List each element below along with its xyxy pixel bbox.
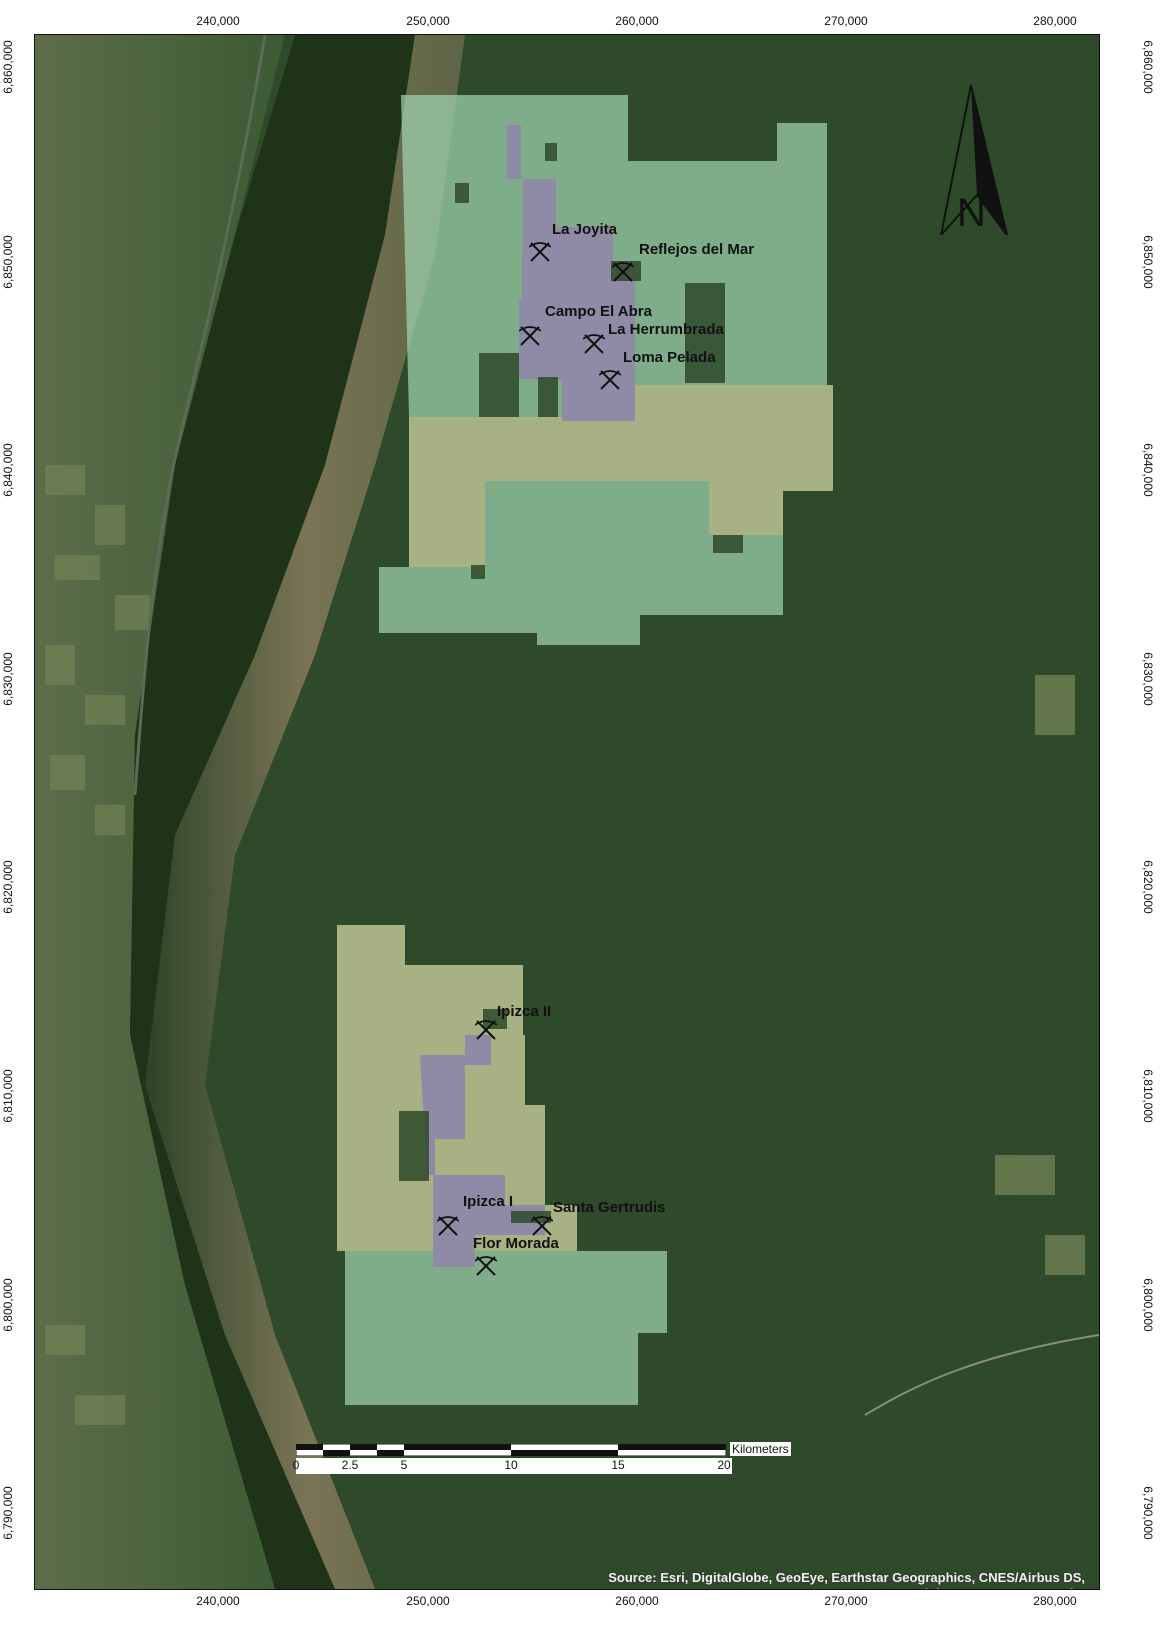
mine-icon-la-herrumbrada[interactable]	[583, 333, 605, 355]
exclusion-patches	[399, 143, 743, 1223]
eastern-road	[864, 1334, 1099, 1416]
site-label-flor-morada: Flor Morada	[473, 1235, 559, 1252]
attribution-text: Source: Esri, DigitalGlobe, GeoEye, Eart…	[608, 1570, 1085, 1589]
mine-icon-flor-morada[interactable]	[475, 1255, 497, 1277]
river	[133, 35, 267, 796]
y-tick-right-6790000: 6,790,000	[1141, 1486, 1155, 1540]
concession-purple-core	[507, 125, 635, 421]
y-tick-left-6790000: 6,790,000	[1, 1486, 15, 1540]
scale-label-20: 20	[717, 1458, 731, 1472]
mine-icon-ipizca-ii[interactable]	[475, 1019, 497, 1041]
western-valley	[35, 35, 285, 1589]
scale-label-2-5: 2.5	[341, 1458, 359, 1472]
site-label-ipizca-i: Ipizca I	[463, 1193, 514, 1210]
site-label-santa-gertrudis: Santa Gertrudis	[553, 1199, 666, 1216]
mine-icon-santa-gertrudis[interactable]	[531, 1215, 553, 1237]
x-tick-bottom-240000: 240,000	[196, 1594, 240, 1608]
site-label-la-joyita: La Joyita	[552, 221, 618, 238]
y-tick-left-6860000: 6,860,000	[1, 40, 15, 94]
mine-icon-ipizca-i[interactable]	[437, 1215, 459, 1237]
y-tick-right-6810000: 6,810,000	[1141, 1069, 1155, 1123]
x-tick-bottom-270000: 270,000	[824, 1594, 868, 1608]
y-tick-left-6800000: 6,800,000	[1, 1278, 15, 1332]
y-tick-left-6830000: 6,830,000	[1, 652, 15, 706]
north-arrow-icon	[939, 85, 1008, 235]
ridge-slopes	[145, 35, 465, 1589]
y-tick-right-6850000: 6,850,000	[1141, 235, 1155, 289]
map-canvas[interactable]: La Joyita Reflejos del Mar Campo El Abra…	[34, 34, 1100, 1590]
scale-label-0: 0	[292, 1458, 300, 1472]
site-label-ipizca-ii: Ipizca II	[497, 1003, 552, 1020]
scale-unit-label: Kilometers	[730, 1442, 791, 1456]
y-tick-left-6810000: 6,810,000	[1, 1069, 15, 1123]
x-tick-bottom-280000: 280,000	[1033, 1594, 1077, 1608]
mine-icon-la-joyita[interactable]	[529, 241, 551, 263]
y-tick-right-6860000: 6,860,000	[1141, 40, 1155, 94]
mine-icon-campo-el-abra[interactable]	[519, 325, 541, 347]
y-tick-left-6840000: 6,840,000	[1, 443, 15, 497]
satellite-basemap	[35, 35, 1099, 1589]
x-tick-bottom-250000: 250,000	[406, 1594, 450, 1608]
farm-fields	[45, 465, 1085, 1425]
concession-south-purple	[420, 1035, 545, 1267]
scale-bar-label-band	[296, 1458, 732, 1474]
concession-middle-band	[409, 385, 833, 567]
site-label-loma-pelada: Loma Pelada	[623, 349, 716, 366]
mine-icon-loma-pelada[interactable]	[599, 369, 621, 391]
site-label-campo-el-abra: Campo El Abra	[545, 303, 652, 320]
scale-bar	[296, 1444, 726, 1456]
north-label: N	[957, 191, 986, 235]
y-tick-right-6830000: 6,830,000	[1141, 652, 1155, 706]
x-tick-top-240000: 240,000	[196, 14, 240, 28]
site-label-la-herrumbrada: La Herrumbrada	[608, 321, 724, 338]
y-tick-left-6850000: 6,850,000	[1, 235, 15, 289]
x-tick-top-270000: 270,000	[824, 14, 868, 28]
x-tick-bottom-260000: 260,000	[615, 1594, 659, 1608]
x-tick-top-280000: 280,000	[1033, 14, 1077, 28]
y-tick-left-6820000: 6,820,000	[1, 860, 15, 914]
y-tick-right-6820000: 6,820,000	[1141, 860, 1155, 914]
southern-concessions	[337, 925, 667, 1405]
concession-north-east	[613, 123, 827, 385]
mine-icon-reflejos-del-mar[interactable]	[612, 261, 634, 283]
northern-concessions	[379, 95, 833, 645]
y-tick-right-6840000: 6,840,000	[1141, 443, 1155, 497]
scale-label-15: 15	[611, 1458, 625, 1472]
scale-label-5: 5	[400, 1458, 408, 1472]
scale-label-10: 10	[504, 1458, 518, 1472]
x-tick-top-260000: 260,000	[615, 14, 659, 28]
concession-south-green	[345, 1251, 667, 1405]
concession-south-block	[379, 481, 783, 645]
site-label-reflejos-del-mar: Reflejos del Mar	[639, 241, 755, 258]
y-tick-right-6800000: 6,800,000	[1141, 1278, 1155, 1332]
mountain-ridge	[130, 35, 415, 1589]
x-tick-top-250000: 250,000	[406, 14, 450, 28]
